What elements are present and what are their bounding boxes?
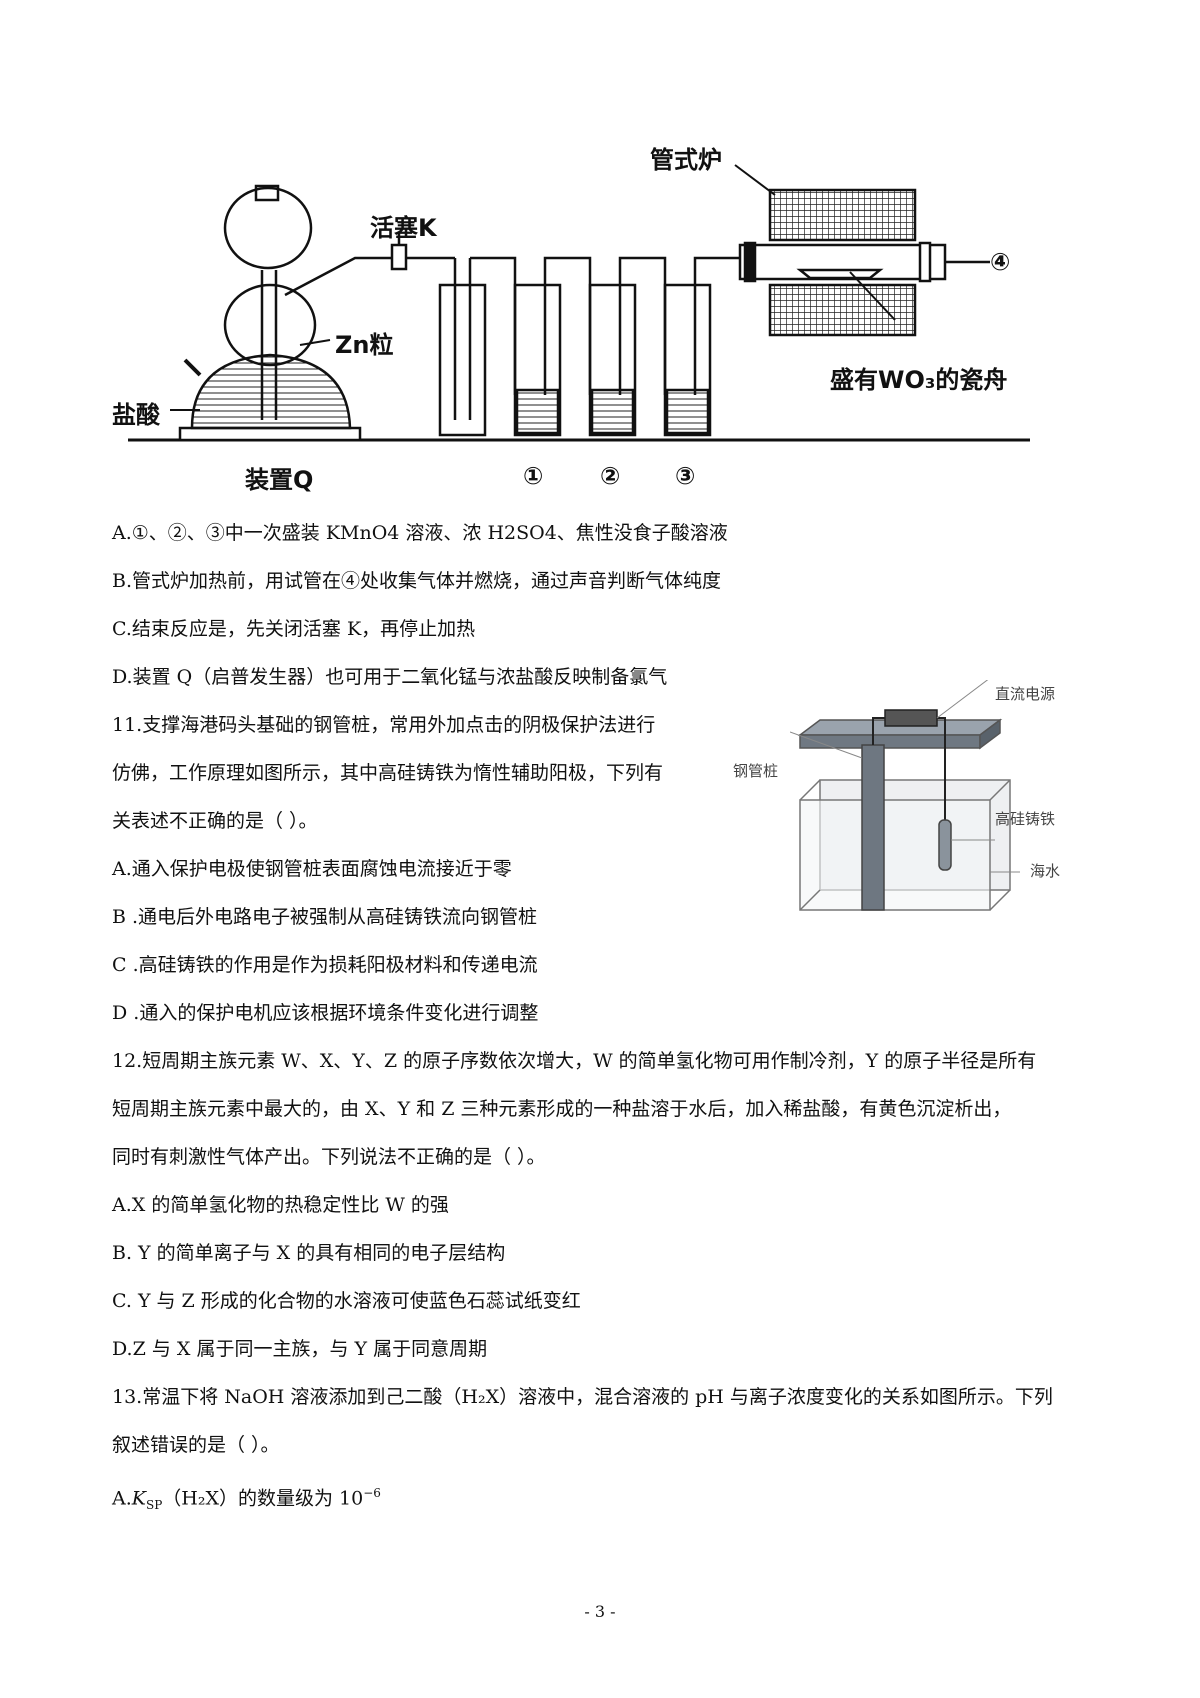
label-device-q: 装置Q	[245, 466, 314, 494]
q12-stem-2: 短周期主族元素中最大的，由 X、Y 和 Z 三种元素形成的一种盐溶于水后，加入稀…	[112, 1098, 1012, 1120]
label-acid: 盐酸	[112, 401, 160, 429]
q11-option-b: B .通电后外电路电子被强制从高硅铸铁流向钢管桩	[112, 906, 538, 928]
q13-stem-2: 叙述错误的是（ ）。	[112, 1434, 280, 1456]
label-zn: Zn粒	[335, 331, 394, 359]
q10-option-b: B.管式炉加热前，用试管在④处收集气体并燃烧，通过声音判断气体纯度	[112, 570, 722, 592]
label-stopcock: 活塞K	[370, 214, 437, 242]
tube-furnace	[734, 164, 990, 337]
q10-option-c: C.结束反应是，先关闭活塞 K，再停止加热	[112, 618, 476, 640]
q11-stem-1: 11.支撑海港码头基础的钢管桩，常用外加点击的阴极保护法进行	[112, 714, 656, 736]
q12-option-b: B. Y 的简单离子与 X 的具有相同的电子层结构	[112, 1242, 506, 1264]
q13-a-exp: −6	[363, 1486, 381, 1500]
q13-a-k: K	[131, 1487, 146, 1510]
q11-stem-2: 仿佛，工作原理如图所示，其中高硅铸铁为惰性辅助阳极，下列有	[112, 762, 664, 784]
q10-option-d: D.装置 Q（启普发生器）也可用于二氧化锰与浓盐酸反映制备氯气	[112, 666, 668, 688]
page-number: - 3 -	[584, 1602, 616, 1621]
label-tube-furnace: 管式炉	[650, 146, 722, 174]
q12-option-d: D.Z 与 X 属于同一主族，与 Y 属于同意周期	[112, 1338, 488, 1360]
kipp-generator	[178, 184, 420, 442]
label-bottle-1: ①	[523, 462, 544, 490]
apparatus-diagram	[128, 164, 1030, 442]
q10-option-a: A.①、②、③中一次盛装 KMnO4 溶液、浓 H2SO4、焦性没食子酸溶液	[112, 522, 728, 544]
cathodic-protection-diagram	[790, 680, 1020, 911]
q11-option-d: D .通入的保护电机应该根据环境条件变化进行调整	[112, 1002, 539, 1024]
label-outlet-4: ④	[990, 248, 1011, 276]
q11-option-c: C .高硅铸铁的作用是作为损耗阳极材料和传递电流	[112, 954, 538, 976]
q13-option-a: A.KSP（H₂X）的数量级为 10−6	[112, 1481, 381, 1517]
q12-stem-1: 12.短周期主族元素 W、X、Y、Z 的原子序数依次增大，W 的简单氢化物可用作…	[112, 1050, 1037, 1072]
label-bottle-3: ③	[675, 462, 696, 490]
q12-option-a: A.X 的简单氢化物的热稳定性比 W 的强	[112, 1194, 449, 1216]
label-seawater: 海水	[1030, 862, 1061, 880]
q13-a-mid: （H₂X）的数量级为 10	[162, 1487, 364, 1510]
label-bottle-2: ②	[600, 462, 621, 490]
label-steel-pile: 钢管桩	[733, 762, 779, 780]
stopcock-k	[390, 232, 408, 271]
q13-a-sub: SP	[145, 1498, 163, 1513]
label-dc-power: 直流电源	[995, 685, 1056, 703]
q13-stem-1: 13.常温下将 NaOH 溶液添加到己二酸（H₂X）溶液中，混合溶液的 pH 与…	[112, 1386, 1053, 1408]
q11-option-a: A.通入保护电极使钢管桩表面腐蚀电流接近于零	[112, 858, 512, 880]
label-boat: 盛有WO₃的瓷舟	[830, 366, 1008, 394]
q12-option-c: C. Y 与 Z 形成的化合物的水溶液可使蓝色石蕊试纸变红	[112, 1290, 581, 1312]
q13-a-prefix: A.	[112, 1487, 132, 1510]
label-high-silicon-iron: 高硅铸铁	[995, 810, 1056, 828]
wash-bottles	[420, 256, 740, 437]
q12-stem-3: 同时有刺激性气体产出。下列说法不正确的是（ ）。	[112, 1146, 546, 1168]
q11-stem-3: 关表述不正确的是（ ）。	[112, 810, 318, 832]
